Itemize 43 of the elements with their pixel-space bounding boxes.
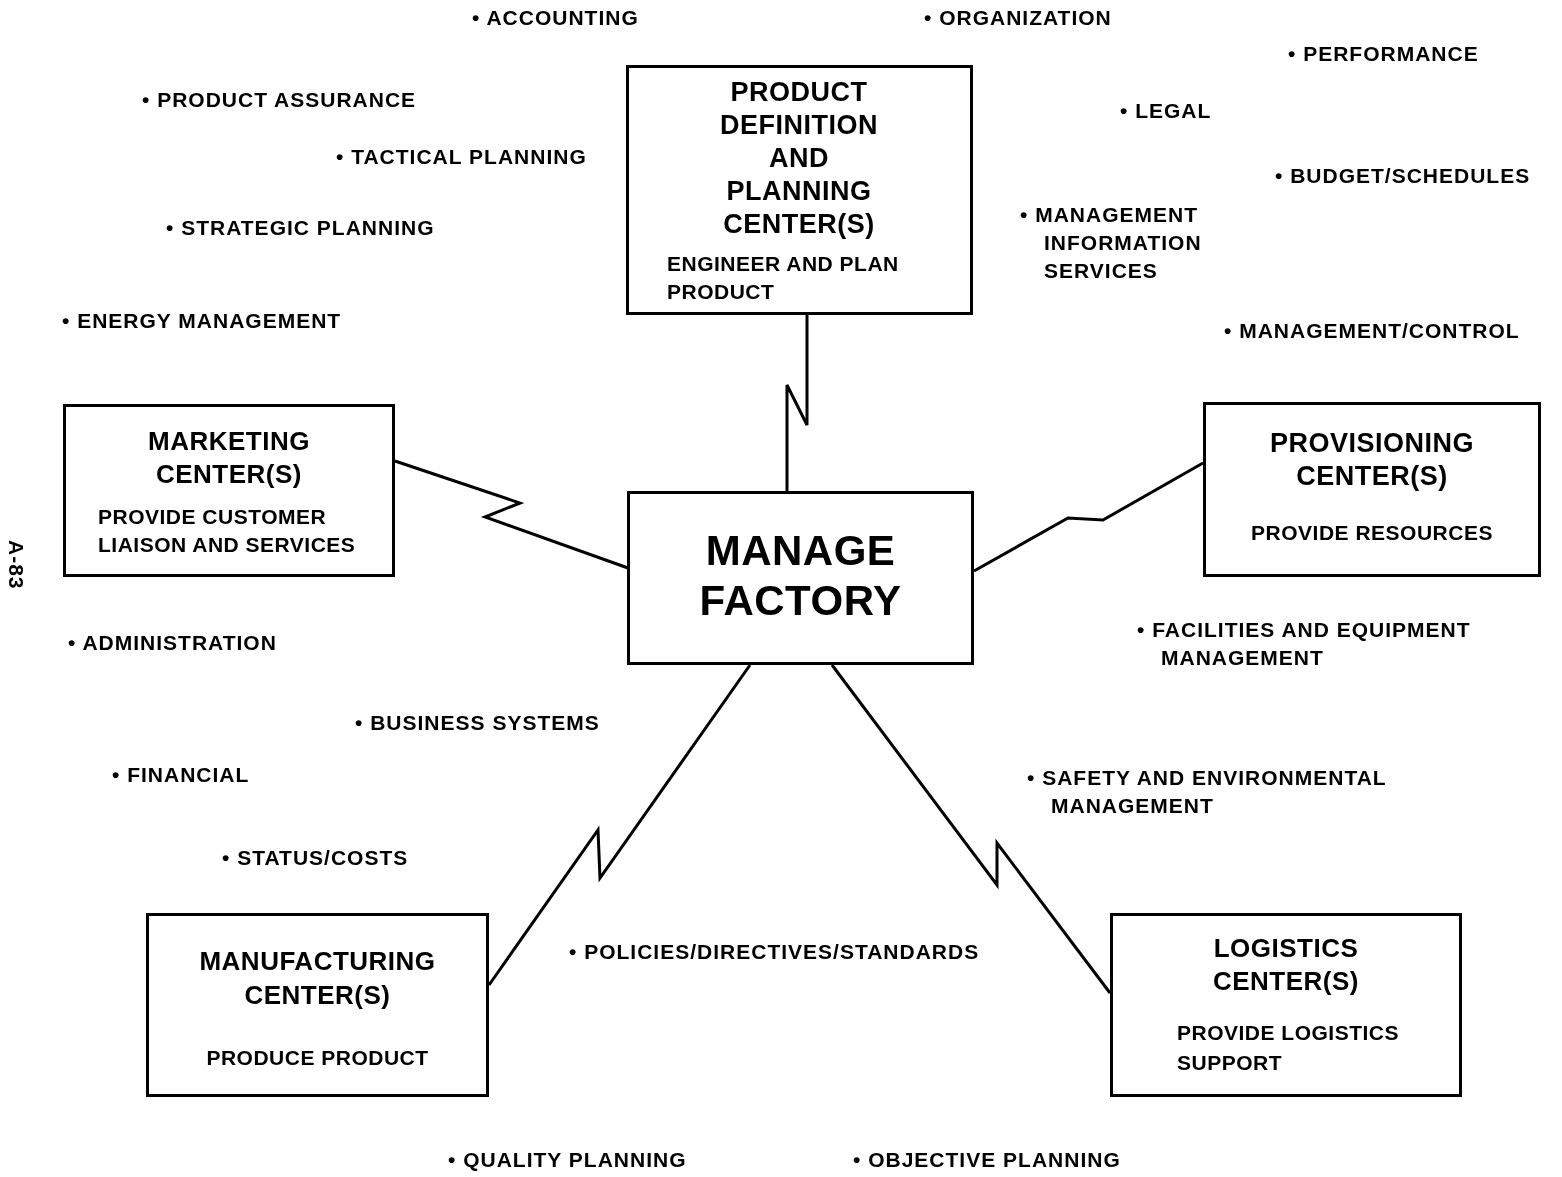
page-number: A-83 (4, 540, 28, 590)
box-description: PROVIDE CUSTOMER LIAISON AND SERVICES (98, 504, 357, 558)
box-description: ENGINEER AND PLAN PRODUCT (667, 251, 900, 305)
bullet-item: • ACCOUNTING (472, 6, 639, 30)
process-box (63, 404, 395, 577)
box-title: MANUFACTURING CENTER(S) (198, 945, 437, 1012)
bullet-item: • PRODUCT ASSURANCE (142, 88, 417, 112)
process-box (626, 65, 973, 315)
process-box (1203, 402, 1541, 577)
box-title: PROVISIONING CENTER(S) (1269, 427, 1475, 493)
bullet-item: • ADMINISTRATION (68, 631, 277, 655)
bullet-item: • ORGANIZATION (924, 6, 1112, 30)
box-description: PRODUCE PRODUCT (205, 1045, 430, 1071)
box-description: PROVIDE LOGISTICS SUPPORT (1177, 1020, 1401, 1076)
zigzag-connector (830, 664, 1112, 994)
box-title: MANAGE FACTORY (698, 526, 903, 626)
bullet-item: • BUSINESS SYSTEMS (355, 711, 600, 735)
bullet-item: • POLICIES/DIRECTIVES/STANDARDS (569, 940, 980, 964)
box-description: PROVIDE RESOURCES (1250, 520, 1494, 546)
bullet-item: • BUDGET/SCHEDULES (1275, 164, 1531, 188)
bullet-item: • OBJECTIVE PLANNING (853, 1148, 1121, 1172)
process-box (146, 913, 489, 1097)
box-title: LOGISTICS CENTER(S) (1211, 932, 1361, 998)
box-title: MARKETING CENTER(S) (147, 425, 311, 491)
bullet-item: • SAFETY AND ENVIRONMENTAL MANAGEMENT (1027, 765, 1388, 819)
zigzag-connector (973, 461, 1204, 573)
bullet-item: • MANAGEMENT INFORMATION SERVICES (1020, 202, 1203, 284)
process-box (1110, 913, 1462, 1097)
zigzag-connector (487, 664, 752, 986)
bullet-item: • MANAGEMENT/CONTROL (1224, 319, 1520, 343)
bullet-item: • FACILITIES AND EQUIPMENT MANAGEMENT (1137, 617, 1472, 671)
bullet-item: • STATUS/COSTS (222, 846, 409, 870)
bullet-item: • FINANCIAL (112, 763, 250, 787)
bullet-item: • TACTICAL PLANNING (336, 145, 587, 169)
bullet-item: • PERFORMANCE (1288, 42, 1479, 66)
bullet-item: • QUALITY PLANNING (448, 1148, 687, 1172)
zigzag-connector (785, 315, 809, 491)
zigzag-connector (394, 459, 629, 570)
bullet-item: • STRATEGIC PLANNING (166, 216, 435, 240)
box-title: PRODUCT DEFINITION AND PLANNING CENTER(S) (719, 76, 879, 241)
bullet-item: • LEGAL (1120, 99, 1212, 123)
process-box (627, 491, 974, 665)
bullet-item: • ENERGY MANAGEMENT (62, 309, 342, 333)
